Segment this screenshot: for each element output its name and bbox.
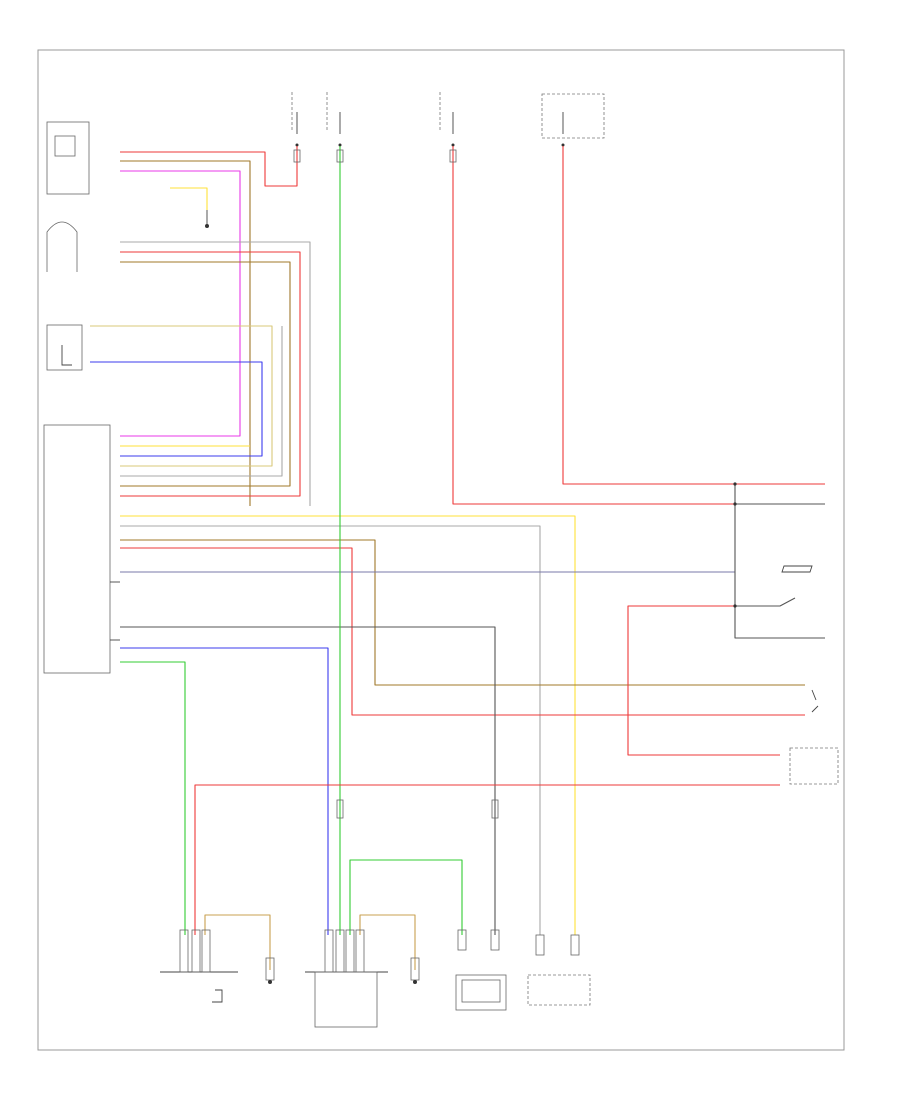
diagram-frame <box>37 49 845 1051</box>
right-sensor-box <box>789 747 839 785</box>
wire-brown-1 <box>120 160 251 506</box>
wire-yellow-out <box>120 515 576 935</box>
bottom-connector-3 <box>410 957 420 984</box>
wire-blue-out <box>120 647 329 935</box>
wire-brown-jumper-2 <box>359 914 416 970</box>
bottom-connector-2 <box>265 957 275 984</box>
ground-symbol <box>205 210 209 228</box>
wire-red-bottom <box>194 784 780 935</box>
wire-brown-2 <box>120 261 291 487</box>
bottom-sensor <box>455 929 507 1011</box>
left-component-1 <box>46 121 90 195</box>
wire-green-loop <box>349 859 463 935</box>
wire-red-right <box>627 605 780 756</box>
fuse-block-4 <box>541 93 605 147</box>
wire-black-bus <box>734 484 825 639</box>
wire-gray-2 <box>120 241 311 506</box>
right-switch <box>733 482 813 608</box>
wire-black-switch <box>735 597 796 607</box>
wire-black-out <box>120 626 496 935</box>
wire-green-out <box>120 661 186 935</box>
wire-yellow-3 <box>90 325 273 467</box>
left-component-2 <box>46 221 78 272</box>
left-sensor <box>46 324 83 371</box>
fuse-block-1 <box>291 92 299 147</box>
wire-red-fuse3 <box>452 146 735 505</box>
wire-brown-jumper-1 <box>204 914 271 970</box>
fuse-block-3 <box>439 92 455 147</box>
right-relay <box>811 689 819 713</box>
control-module <box>43 424 120 674</box>
wire-red-out <box>120 547 805 716</box>
wire-gray-out <box>120 525 541 935</box>
bottom-connector-1 <box>160 929 238 1003</box>
wire-red-1 <box>120 146 298 187</box>
wire-magenta-1 <box>120 170 241 437</box>
bottom-right-connector <box>527 934 591 1006</box>
wire-brown-out <box>120 539 805 686</box>
wire-blue-3 <box>90 361 263 457</box>
fuse-block-2 <box>326 92 342 147</box>
bottom-module-main <box>305 929 388 1028</box>
wire-splice-markers <box>293 149 499 819</box>
wire-red-fuse4 <box>562 146 825 485</box>
wire-gray-5 <box>120 326 283 477</box>
wire-yellow-1 <box>170 187 208 210</box>
wire-red-2 <box>120 251 301 497</box>
